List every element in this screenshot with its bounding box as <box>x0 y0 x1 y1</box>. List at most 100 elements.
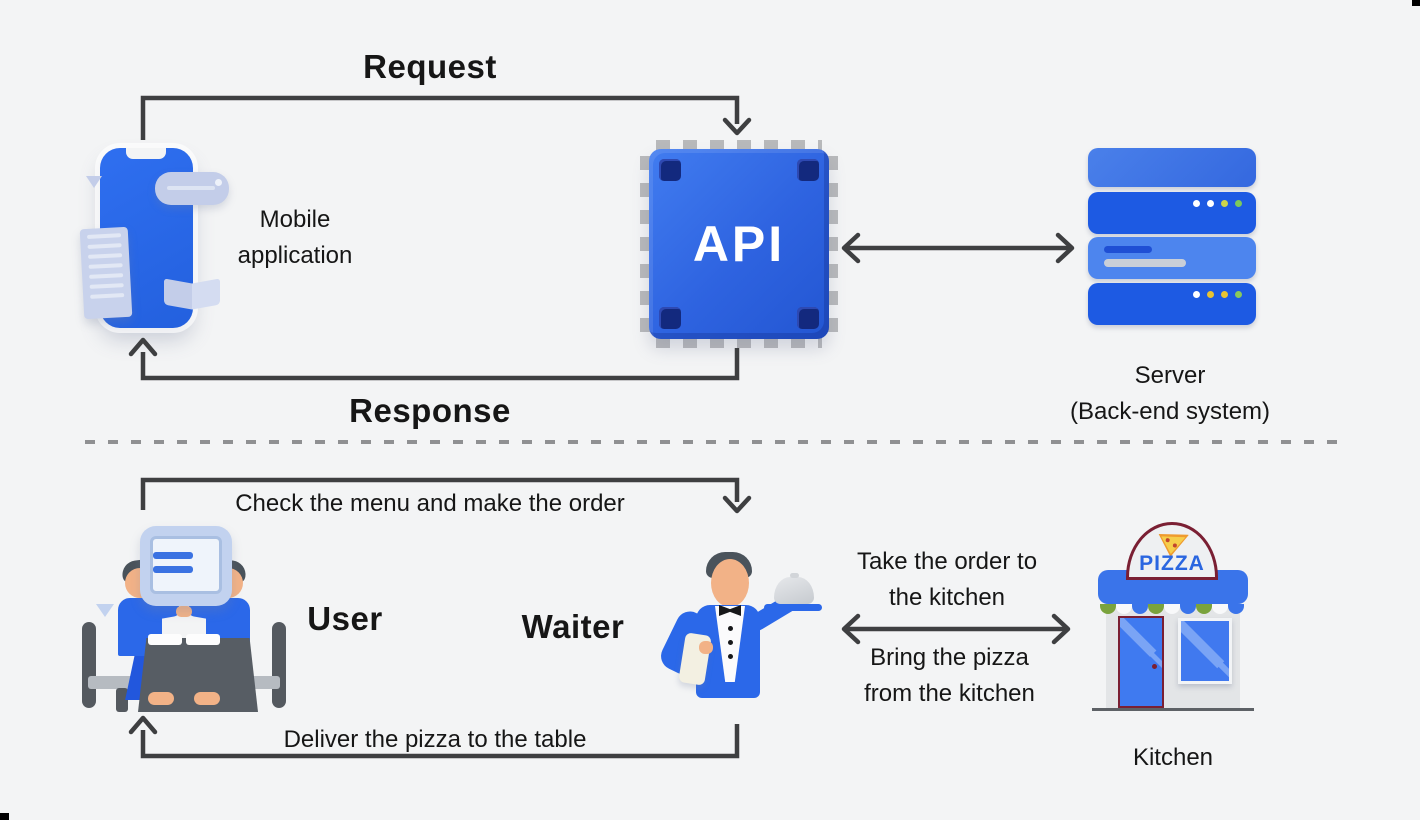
speech-bubble-icon <box>140 526 232 606</box>
server-stack-icon <box>1088 148 1256 326</box>
user-label: User <box>307 600 383 637</box>
chat-bubble-dot <box>215 179 222 186</box>
chip-corner-screw <box>659 307 681 329</box>
request-arrow <box>140 95 752 140</box>
waiter-label: Waiter <box>521 608 625 645</box>
server-label: Server <box>1134 362 1206 389</box>
corner-artifact <box>1412 0 1420 6</box>
serving-tray <box>764 604 822 611</box>
chair-left-seat <box>88 676 134 689</box>
speech-bubble-tail <box>96 604 114 617</box>
person-foot <box>148 692 174 705</box>
chip-pins-left <box>640 156 651 332</box>
server-row <box>1088 283 1256 325</box>
chip-corner-screw <box>797 307 819 329</box>
cloche-knob <box>790 573 799 578</box>
waiter-icon <box>652 548 822 698</box>
check-order-arrow-line <box>140 477 740 510</box>
section-divider <box>85 440 1340 444</box>
door-knob <box>1152 664 1157 669</box>
person-hand <box>179 606 192 617</box>
deliver-pizza-label: Deliver the pizza to the table <box>283 726 587 753</box>
shop-window <box>1178 618 1232 684</box>
waiter-kitchen-arrow <box>841 613 1071 645</box>
arrowhead-right-icon <box>1051 613 1071 645</box>
glass-reflection <box>1185 629 1229 681</box>
cloche-dome-icon <box>774 577 814 604</box>
server-row <box>1088 192 1256 234</box>
phone-notch <box>126 148 166 159</box>
open-book-icon <box>164 278 220 310</box>
shirt-button <box>728 640 733 645</box>
awning-scallop <box>1132 604 1148 614</box>
bring-pizza-label: Bring the pizza from the kitchen <box>864 644 1035 707</box>
pizza-sign: PIZZA <box>1126 522 1218 580</box>
arrowhead-left-icon <box>841 613 861 645</box>
chip-pins-top <box>656 140 822 151</box>
person-foot <box>194 692 220 705</box>
request-arrowhead-down-icon <box>722 117 752 136</box>
deliver-pizza-arrow <box>128 715 740 759</box>
waiter-left-hand <box>699 641 713 654</box>
chair-left-back <box>82 622 96 708</box>
chip-corner-screw <box>659 159 681 181</box>
server-status-lights <box>1193 291 1242 298</box>
awning-scallop <box>1196 604 1212 614</box>
shirt-button <box>728 654 733 659</box>
api-server-arrow <box>841 232 1075 264</box>
server-slot-bar <box>1104 246 1152 253</box>
awning-scallop <box>1116 604 1132 614</box>
shop-ground-line <box>1092 708 1254 711</box>
request-arrow-line <box>140 95 740 140</box>
server-row <box>1088 237 1256 279</box>
pizza-shop-icon: PIZZA <box>1092 520 1254 716</box>
shop-door <box>1118 616 1164 708</box>
menu-line <box>153 552 193 559</box>
response-label: Response <box>349 392 511 429</box>
mobile-phone-icon <box>78 145 258 335</box>
awning-scallop <box>1180 604 1196 614</box>
menu-line <box>153 566 193 573</box>
waiter-face <box>711 559 749 607</box>
server-row <box>1088 148 1256 187</box>
chat-bubble-tail <box>86 176 102 188</box>
napkin <box>148 634 182 645</box>
arrowhead-left-icon <box>841 232 861 264</box>
book-right-page <box>192 278 220 310</box>
corner-artifact <box>0 813 9 820</box>
response-arrow-line <box>140 348 740 381</box>
chair-left-leg <box>116 688 128 712</box>
response-arrow <box>128 337 740 381</box>
take-order-label: Take the order to the kitchen <box>856 548 1038 611</box>
awning-scallop <box>1212 604 1228 614</box>
users-at-table-icon <box>68 518 300 716</box>
chat-bubble-line <box>167 186 215 190</box>
server-slot-bar <box>1104 259 1186 267</box>
api-chip-icon: API <box>640 140 838 348</box>
shirt-button <box>728 626 733 631</box>
server-sublabel: (Back-end system) <box>1069 398 1271 425</box>
awning-scallop <box>1148 604 1164 614</box>
server-status-lights <box>1193 200 1242 207</box>
awning-scallop <box>1164 604 1180 614</box>
check-order-arrow <box>140 477 752 514</box>
response-arrowhead-up-icon <box>128 337 158 357</box>
document-icon <box>79 226 133 320</box>
check-order-arrowhead-down-icon <box>722 495 752 514</box>
server-label-group: Server (Back-end system) <box>1040 358 1300 430</box>
chat-bubble-icon <box>155 172 229 205</box>
arrowhead-right-icon <box>1055 232 1075 264</box>
chip-corner-screw <box>797 159 819 181</box>
awning-scallop <box>1228 604 1244 614</box>
mobile-application-label: Mobile application <box>237 206 353 269</box>
kitchen-label: Kitchen <box>1132 744 1214 771</box>
napkin <box>186 634 220 645</box>
pizza-sign-text: PIZZA <box>1139 552 1205 575</box>
api-label: API <box>692 216 786 272</box>
request-label: Request <box>363 48 497 85</box>
glass-reflection <box>1121 623 1162 670</box>
awning-scallop <box>1100 604 1116 614</box>
check-order-label: Check the menu and make the order <box>235 490 625 517</box>
deliver-arrowhead-up-icon <box>128 715 158 735</box>
